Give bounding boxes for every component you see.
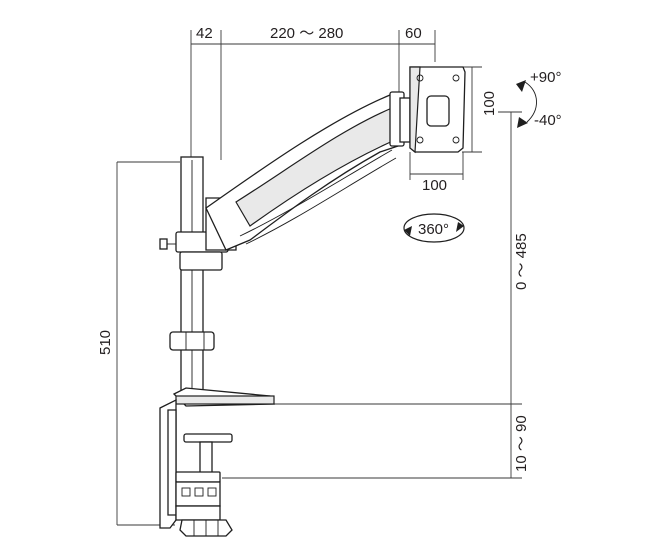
label-vesa-width: 100 [422, 177, 447, 194]
vesa-plate [409, 66, 466, 154]
label-swivel: 360° [418, 221, 449, 238]
desk-plate [172, 387, 276, 407]
desk-clamp [159, 398, 233, 537]
swivel-arrow-icon [403, 213, 465, 243]
label-plate-offset: 60 [405, 25, 422, 42]
label-arm-reach: 220 ～ 280 [270, 25, 343, 42]
label-pole-width: 42 [196, 25, 213, 42]
label-clamp-range: 10 ～ 90 [513, 415, 530, 472]
gas-spring-arm [159, 91, 411, 271]
height-collar [169, 331, 215, 351]
tilt-arrow-icon [516, 80, 537, 128]
label-tilt-up: +90° [530, 69, 561, 86]
label-tilt-down: -40° [534, 112, 562, 129]
label-total-height: 510 [97, 330, 114, 355]
label-height-adjust: 0 ～ 485 [513, 233, 530, 290]
label-vesa-height: 100 [481, 91, 498, 116]
pole [180, 156, 204, 398]
